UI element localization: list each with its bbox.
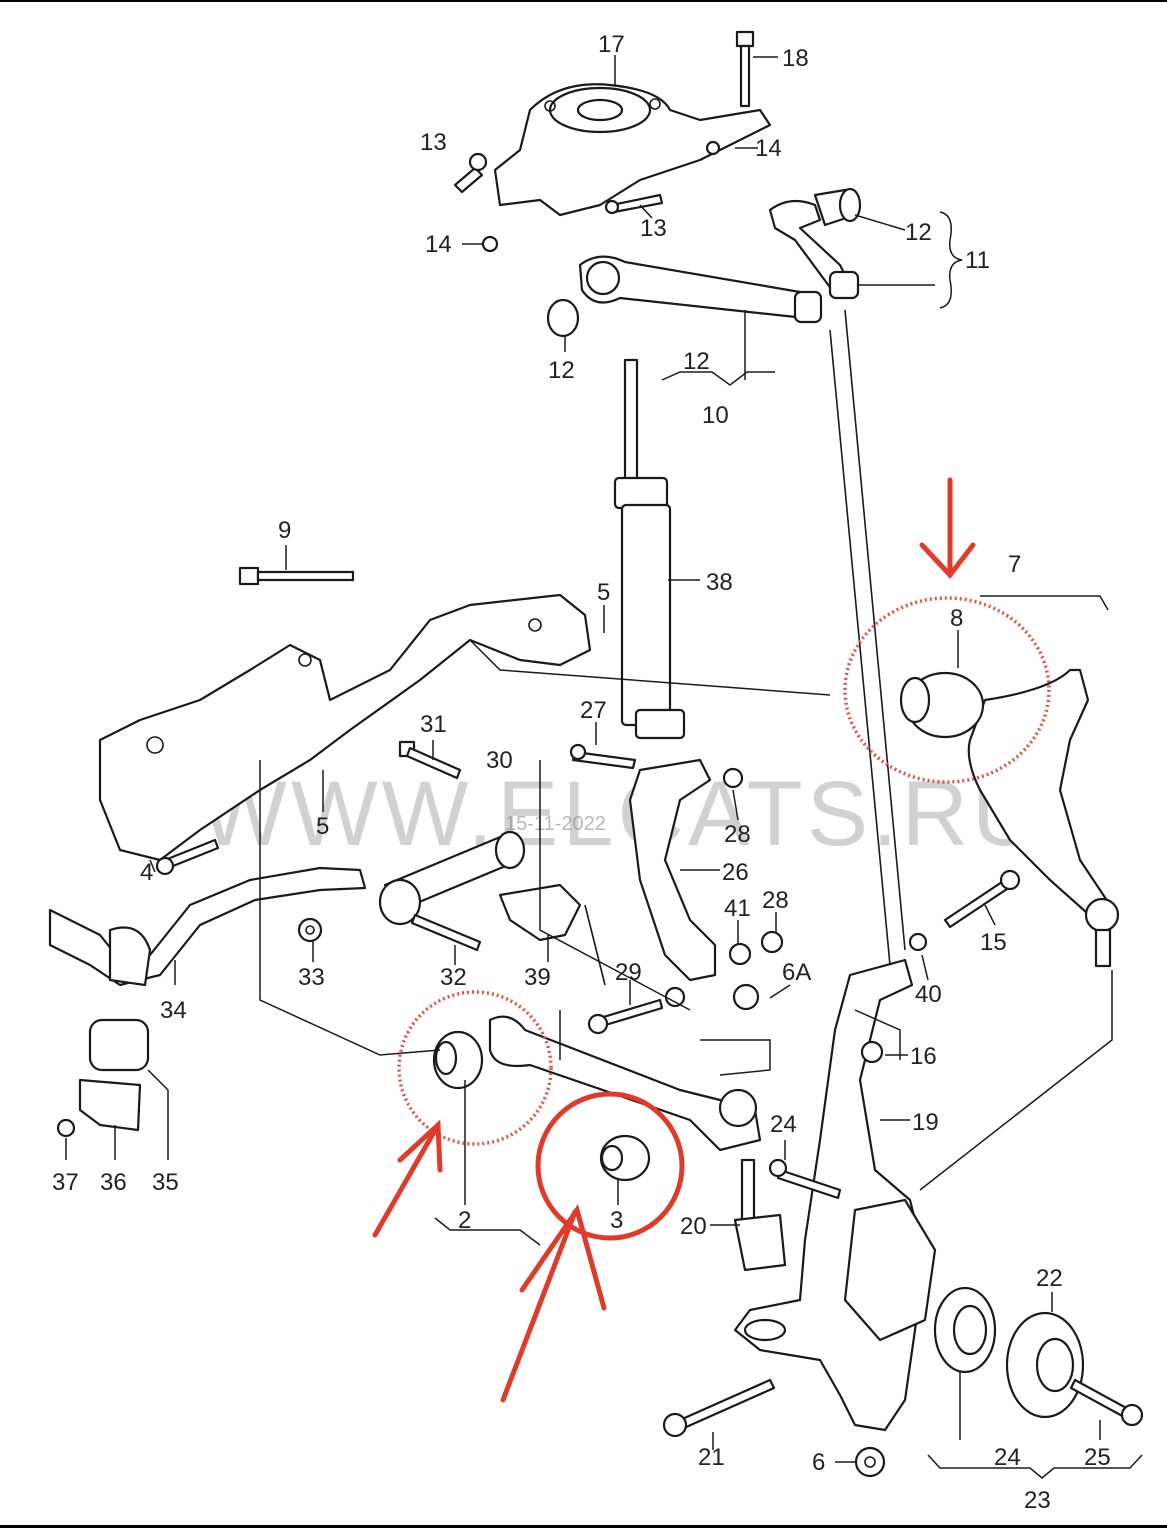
callout-14-left: 14: [425, 231, 452, 258]
bolt-9: [238, 566, 355, 586]
callout-24-lower: 24: [994, 1444, 1021, 1471]
callout-26: 26: [722, 859, 749, 886]
bolt-24a: [768, 1158, 842, 1200]
callout-12-group: 12: [683, 348, 710, 375]
callout-8: 8: [950, 605, 963, 632]
callout-20: 20: [680, 1213, 707, 1240]
bolt-25: [1069, 1378, 1144, 1427]
callout-23: 23: [1024, 1487, 1051, 1514]
tie-link: [829, 309, 906, 966]
callout-6: 6: [812, 1449, 825, 1476]
callout-33: 33: [298, 964, 325, 991]
callout-41: 41: [724, 895, 751, 922]
leader-lines: [65, 55, 1143, 1479]
callout-12-rear: 12: [905, 219, 932, 246]
callout-35: 35: [152, 1169, 179, 1196]
ball-joint-20: [733, 1158, 787, 1272]
callout-9: 9: [278, 517, 291, 544]
red-annotations: [372, 477, 1051, 1403]
callout-4: 4: [140, 859, 153, 886]
callout-14-right: 14: [755, 135, 782, 162]
highlight-circle-bush-3: [535, 1091, 685, 1241]
nut-33: [297, 917, 323, 943]
upper-control-arm-10: [546, 255, 823, 338]
callout-16: 16: [910, 1043, 937, 1070]
callout-15: 15: [980, 929, 1007, 956]
bolt-21: [662, 1378, 776, 1438]
callout-13-top: 13: [420, 129, 447, 156]
callout-21: 21: [698, 1444, 725, 1471]
shock-absorber-38: [613, 358, 686, 740]
callout-27: 27: [580, 697, 607, 724]
callout-24-upper: 24: [770, 1111, 797, 1138]
callout-25: 25: [1084, 1444, 1111, 1471]
callout-10: 10: [702, 402, 729, 429]
washers-41-28: [728, 930, 784, 1011]
bolts-13-14-top: [453, 140, 721, 253]
arrow-to-bush-2-shaft: [372, 1122, 441, 1238]
callout-5-mid: 5: [316, 813, 329, 840]
callout-34: 34: [160, 997, 187, 1024]
callout-39: 39: [524, 964, 551, 991]
highlight-circle-bush-8: [843, 596, 1051, 784]
coupling-rod-30: [378, 740, 526, 952]
callout-29: 29: [615, 959, 642, 986]
arrow-to-bush-3-head: [519, 1204, 607, 1311]
arrow-to-bush-2-head: [397, 1119, 443, 1173]
callout-18: 18: [782, 45, 809, 72]
callout-31: 31: [420, 711, 447, 738]
callout-5-top: 5: [597, 579, 610, 606]
callout-17: 17: [598, 31, 625, 58]
nut-6: [854, 1446, 886, 1478]
subframe: [98, 593, 592, 862]
arrow-down-head: [919, 542, 976, 579]
arrow-to-bush-3-shaft: [500, 1209, 578, 1403]
nut-16: [860, 1040, 884, 1064]
date-stamp: 15-11-2022: [505, 813, 606, 835]
bolt-18: [735, 30, 778, 108]
callout-6A: 6A: [782, 959, 811, 986]
callout-labels: 17 18 13 14 13 14 12 11 12 12 10 9 38 7 …: [52, 31, 1111, 1514]
callout-38: 38: [706, 569, 733, 596]
top-border: [0, 0, 1167, 2]
callout-19: 19: [912, 1109, 939, 1136]
callout-30: 30: [486, 747, 513, 774]
callout-2: 2: [458, 1207, 471, 1234]
lower-arm-7: [899, 668, 1120, 968]
lower-arm-26: [569, 743, 744, 982]
stabilizer-bar-34: [48, 866, 367, 987]
callout-40: 40: [915, 981, 942, 1008]
callout-7: 7: [1008, 551, 1021, 578]
callout-36: 36: [100, 1169, 127, 1196]
lower-wishbone: [432, 1015, 762, 1182]
callout-13-mid: 13: [640, 215, 667, 242]
highlight-circle-bush-2: [397, 990, 553, 1146]
bottom-border: [0, 1525, 1167, 1528]
wheel-hub-22: [1005, 1311, 1085, 1419]
bolt-15: [908, 869, 1021, 952]
wheel-bearing-24: [933, 1286, 997, 1374]
callout-3: 3: [610, 1207, 623, 1234]
callout-22: 22: [1036, 1265, 1063, 1292]
callout-11: 11: [965, 247, 990, 274]
bolt-4: [155, 838, 220, 876]
bush-35-bracket-36: [56, 1018, 150, 1138]
bolt-29: [587, 986, 686, 1035]
upper-control-arm-11: [768, 187, 862, 300]
bracket-39: [498, 883, 606, 986]
callout-37: 37: [52, 1169, 79, 1196]
strut-mount-17: [493, 83, 772, 217]
callout-28-lower: 28: [762, 887, 789, 914]
watermark-text: WWW.ELCATS.RU: [200, 763, 1043, 865]
callout-28-upper: 28: [724, 821, 751, 848]
callout-12-front: 12: [548, 357, 575, 384]
callout-32: 32: [440, 964, 467, 991]
